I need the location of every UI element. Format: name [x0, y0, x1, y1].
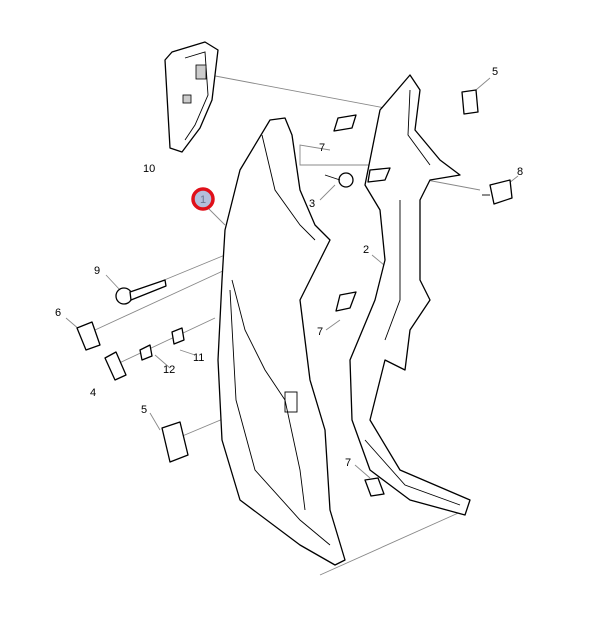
part-10-cover[interactable]	[164, 41, 219, 153]
callout-5[interactable]: 5	[492, 66, 498, 78]
part-11-clip	[171, 327, 185, 345]
callout-5[interactable]: 5	[141, 404, 147, 416]
callout-4[interactable]: 4	[90, 387, 96, 399]
callout-1[interactable]: 1	[200, 194, 206, 206]
callout-12[interactable]: 12	[163, 364, 175, 376]
callout-7[interactable]: 7	[319, 142, 325, 154]
part-12-pin	[139, 344, 153, 361]
part-2-bracket[interactable]	[349, 74, 471, 516]
part-6-nut	[76, 321, 101, 351]
part-5-clip-top	[461, 89, 479, 115]
callout-1-selected[interactable]: 1	[191, 187, 215, 211]
callout-2[interactable]: 2	[363, 244, 369, 256]
callout-3[interactable]: 3	[309, 198, 315, 210]
callout-9[interactable]: 9	[94, 265, 100, 277]
callout-10[interactable]: 10	[143, 163, 155, 175]
part-1-pillar-trim[interactable]	[217, 117, 346, 566]
part-3-bolt	[324, 172, 354, 188]
callout-7[interactable]: 7	[317, 326, 323, 338]
callout-6[interactable]: 6	[55, 307, 61, 319]
part-8-connector	[482, 179, 513, 205]
callout-11[interactable]: 11	[193, 352, 204, 364]
callout-labels: 10 5 7 8 3 1 9 2 6 7 11 12 4 5 7	[55, 66, 523, 469]
callout-7[interactable]: 7	[345, 457, 351, 469]
hardware[interactable]	[76, 89, 513, 497]
part-9-screw	[115, 279, 167, 305]
part-7-pads	[333, 114, 391, 497]
part-5-clip-bottom	[161, 421, 189, 463]
part-4-clip	[104, 351, 127, 381]
callout-8[interactable]: 8	[517, 166, 523, 178]
